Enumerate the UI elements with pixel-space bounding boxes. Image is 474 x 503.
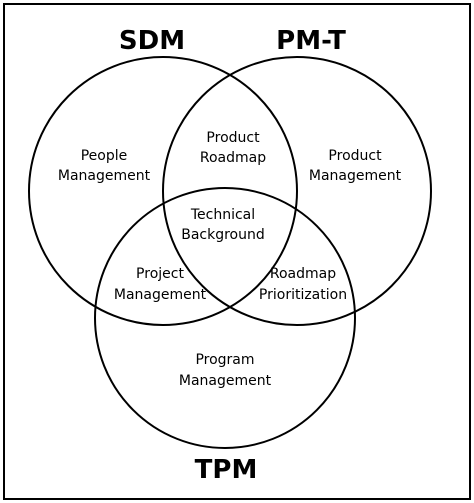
region-sdm-only-line2: Management — [58, 168, 151, 184]
region-tpm-only-line2: Management — [179, 373, 272, 389]
region-pmt-tpm-line2: Prioritization — [259, 287, 347, 303]
diagram-frame — [3, 3, 471, 500]
set-label-pmt: PM-T — [276, 26, 346, 56]
region-tpm-only-line1: Program — [195, 352, 254, 368]
pmt-circle — [162, 56, 432, 326]
region-sdm-pmt-line1: Product — [206, 130, 260, 146]
region-pmt-only-line2: Management — [309, 168, 402, 184]
region-pmt-only-line1: Product — [328, 148, 382, 164]
sdm-circle — [28, 56, 298, 326]
region-pmt-tpm-line1: Roadmap — [270, 266, 336, 282]
region-sdm-tpm-line1: Project — [136, 266, 184, 282]
region-sdm-pmt-line2: Roadmap — [200, 150, 266, 166]
region-all-three-line2: Background — [181, 227, 265, 243]
region-sdm-only-line1: People — [81, 148, 128, 164]
region-all-three-line1: Technical — [190, 207, 255, 223]
set-label-tpm: TPM — [195, 455, 258, 485]
region-sdm-tpm-line2: Management — [114, 287, 207, 303]
set-label-sdm: SDM — [119, 26, 185, 56]
tpm-circle — [94, 187, 356, 449]
